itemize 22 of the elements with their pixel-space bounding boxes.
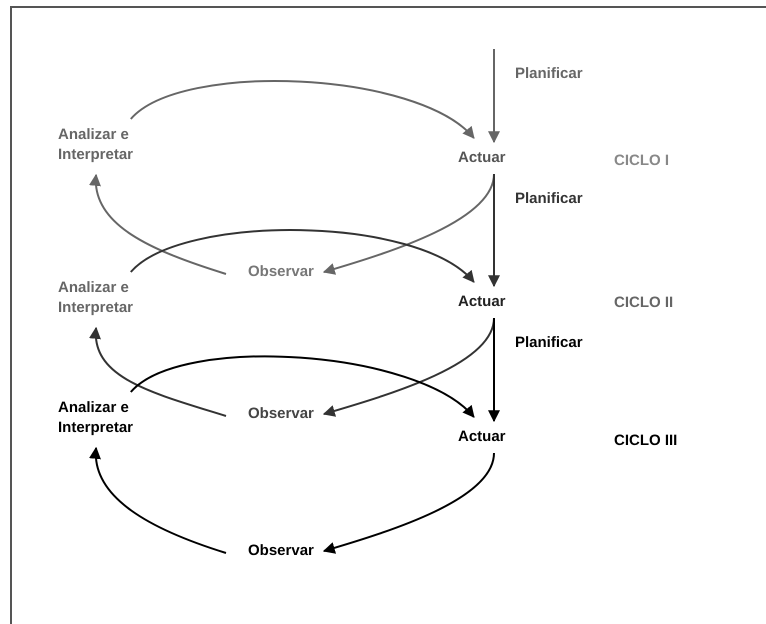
step-label: Actuar: [458, 148, 506, 168]
step-label: Actuar: [458, 292, 506, 312]
arrow: [130, 355, 475, 418]
arrow: [130, 80, 475, 139]
arrow: [488, 318, 500, 422]
arrow: [90, 446, 226, 554]
arrow: [488, 49, 500, 144]
arrow: [90, 174, 226, 275]
step-label: Analizar e Interpretar: [58, 125, 170, 165]
step-label: Actuar: [458, 427, 506, 447]
arrow: [90, 326, 226, 417]
arrow: [322, 452, 495, 554]
arrow: [130, 229, 475, 283]
step-label: Observar: [248, 404, 314, 424]
cycle-label: CICLO I: [614, 151, 669, 171]
step-label: Analizar e Interpretar: [58, 278, 170, 318]
arrow: [488, 174, 500, 288]
step-label: Observar: [248, 262, 314, 282]
step-label: Analizar e Interpretar: [58, 398, 170, 438]
cycle-label: CICLO III: [614, 431, 678, 451]
cycle-label: CICLO II: [614, 293, 674, 313]
step-label: Observar: [248, 541, 314, 561]
